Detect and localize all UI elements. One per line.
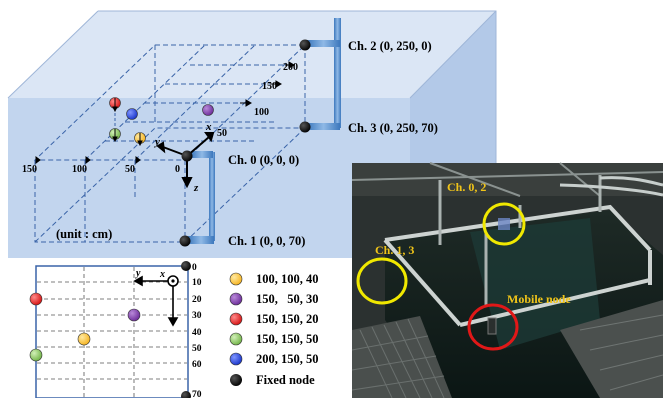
tank-photo: Ch. 0, 2 Ch. 1, 3 Mobile node [351,162,663,398]
tick-right-150: 150 [262,81,277,92]
legend-label-purple: 150, 50, 30 [256,292,319,306]
axis-y-label-3d: y [153,136,160,148]
tick-left-100: 100 [72,164,87,175]
fixed-node-ch2 [299,39,311,51]
callout-ch13-label: Ch. 1, 3 [375,243,414,257]
plan-view-frame [35,265,189,398]
depth-tick-40: 40 [192,328,202,338]
legend-swatch-yellow [229,272,243,286]
axis-y-label-plan: y [135,268,141,279]
pole-ch2-ch3 [334,18,341,128]
depth-tick-20: 20 [192,295,202,305]
legend-label-yellow: 100, 100, 40 [256,272,319,286]
legend-label-fixed: Fixed node [256,373,315,387]
legend-swatch-green [229,332,243,346]
depth-tick-50: 50 [192,344,202,354]
axis-x-label-plan: x [159,269,165,280]
node-purple-3d [202,104,214,116]
node-green-plan [29,348,43,362]
callout-ch02-circle [482,202,526,246]
fixed-node-plan-bottom [181,391,191,398]
tick-right-200: 200 [283,62,298,73]
callout-mobile-circle [467,303,519,351]
fixed-node-ch1 [179,235,191,247]
tick-right-100: 100 [254,107,269,118]
tank-3d-diagram: 150 100 50 0 50 100 150 200 [7,10,497,258]
axis-x-label-3d: x [205,121,212,133]
depth-tick-10: 10 [192,278,202,288]
depth-tick-0: 0 [192,263,197,273]
depth-tick-30: 30 [192,311,202,321]
pole-ch0-ch1 [209,152,215,241]
tick-arrows [35,61,295,164]
measurement-grid [33,44,307,243]
node-blue-3d [126,108,138,120]
tick-right-50: 50 [217,128,227,139]
tick-left-50: 50 [125,164,135,175]
legend-swatch-purple [229,292,243,306]
legend-label-green: 150, 150, 50 [256,332,319,346]
fixed-node-ch0 [181,150,193,162]
depth-tick-70: 70 [192,390,202,398]
node-purple-plan [127,308,141,322]
tick-left-150: 150 [22,164,37,175]
legend-swatch-blue [229,352,243,366]
callout-ch02-label: Ch. 0, 2 [447,180,486,194]
node-red-plan [29,292,43,306]
unit-label: (unit : cm) [56,227,112,241]
hydrophone-poles [188,18,341,244]
tank-top-face [8,11,496,258]
plan-view-diagram: y x 0 10 20 30 40 50 60 70 [29,261,202,398]
legend-swatch-black [230,374,242,386]
fixed-node-plan-top [181,261,191,271]
callout-ch13-circle [356,257,408,305]
axis-z-label-3d: z [193,182,199,194]
legend-swatch-red [229,312,243,326]
legend-label-red: 150, 150, 20 [256,312,319,326]
label-ch0: Ch. 0 (0, 0, 0) [228,153,299,167]
label-ch2: Ch. 2 (0, 250, 0) [348,39,432,53]
node-yellow-plan [77,332,91,346]
legend: 100, 100, 40 150, 50, 30 150, 150, 20 15… [229,272,319,387]
photo-grating [351,300,663,398]
mobile-nodes-3d [109,97,214,147]
fixed-node-ch3 [299,121,311,133]
legend-label-blue: 200, 150, 50 [256,352,319,366]
label-ch1: Ch. 1 (0, 0, 70) [228,234,305,248]
callout-mobile-label: Mobile node [507,292,571,306]
depth-tick-60: 60 [192,360,202,370]
tick-left-0: 0 [175,164,180,175]
label-ch3: Ch. 3 (0, 250, 70) [348,121,438,135]
